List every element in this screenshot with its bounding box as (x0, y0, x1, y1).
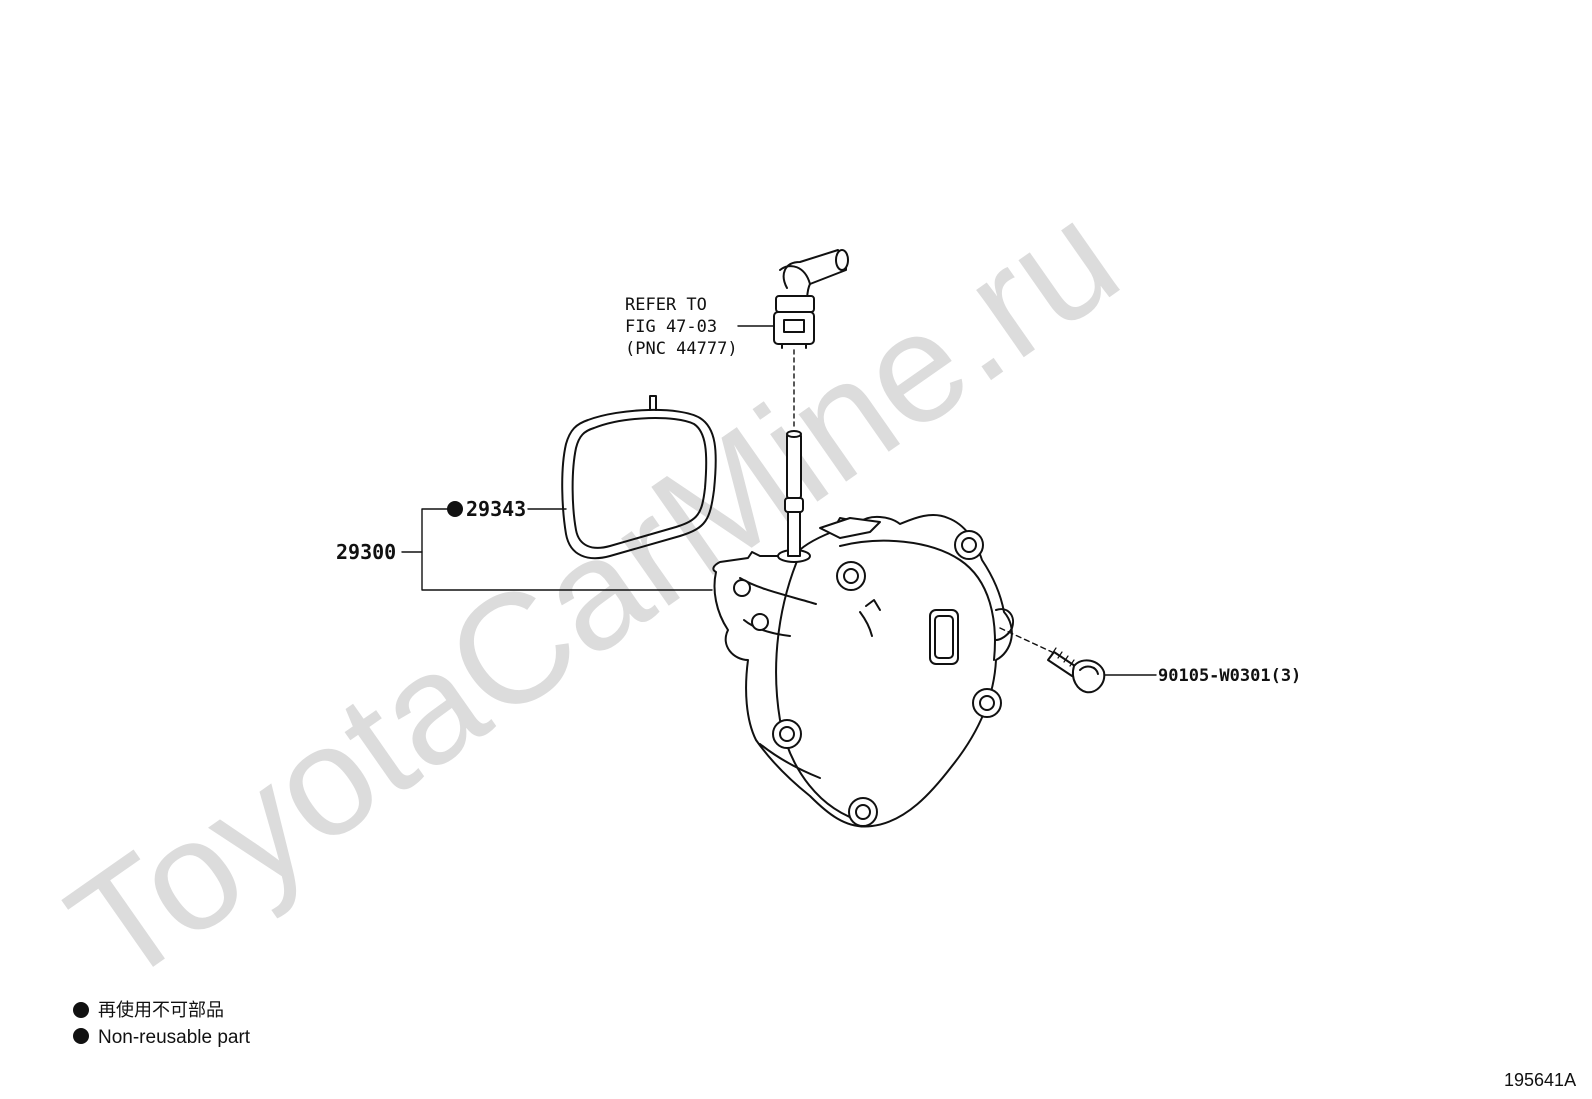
non-reusable-marker-icon (447, 501, 463, 517)
hose-connector (773, 249, 849, 349)
gasket-part-number: 29343 (466, 497, 526, 521)
bolt-90105 (999, 627, 1106, 694)
callout-labels: REFER TO FIG 47-03 (PNC 44777) 29343 293… (336, 295, 1301, 686)
pnc-label: (PNC 44777) (625, 339, 738, 359)
vacuum-nipple (777, 430, 811, 563)
legend: 再使用不可部品 Non-reusable part (73, 1000, 251, 1048)
legend-item-japanese: 再使用不可部品 (98, 1000, 224, 1020)
filled-circle-icon (73, 1002, 89, 1018)
vacuum-pump-body (712, 514, 1014, 828)
assembly-part-number: 29300 (336, 540, 396, 564)
figure-id: 195641A (1504, 1070, 1576, 1090)
refer-to-label: REFER TO (625, 295, 707, 315)
leader-lines (401, 325, 1157, 676)
legend-item-english: Non-reusable part (98, 1027, 251, 1048)
filled-circle-icon (73, 1028, 89, 1044)
bolt-part-number: 90105-W0301(3) (1158, 666, 1301, 686)
fig-ref-label: FIG 47-03 (625, 317, 717, 337)
pump-bolt-bosses (733, 530, 1002, 827)
gasket-29343 (561, 395, 717, 560)
